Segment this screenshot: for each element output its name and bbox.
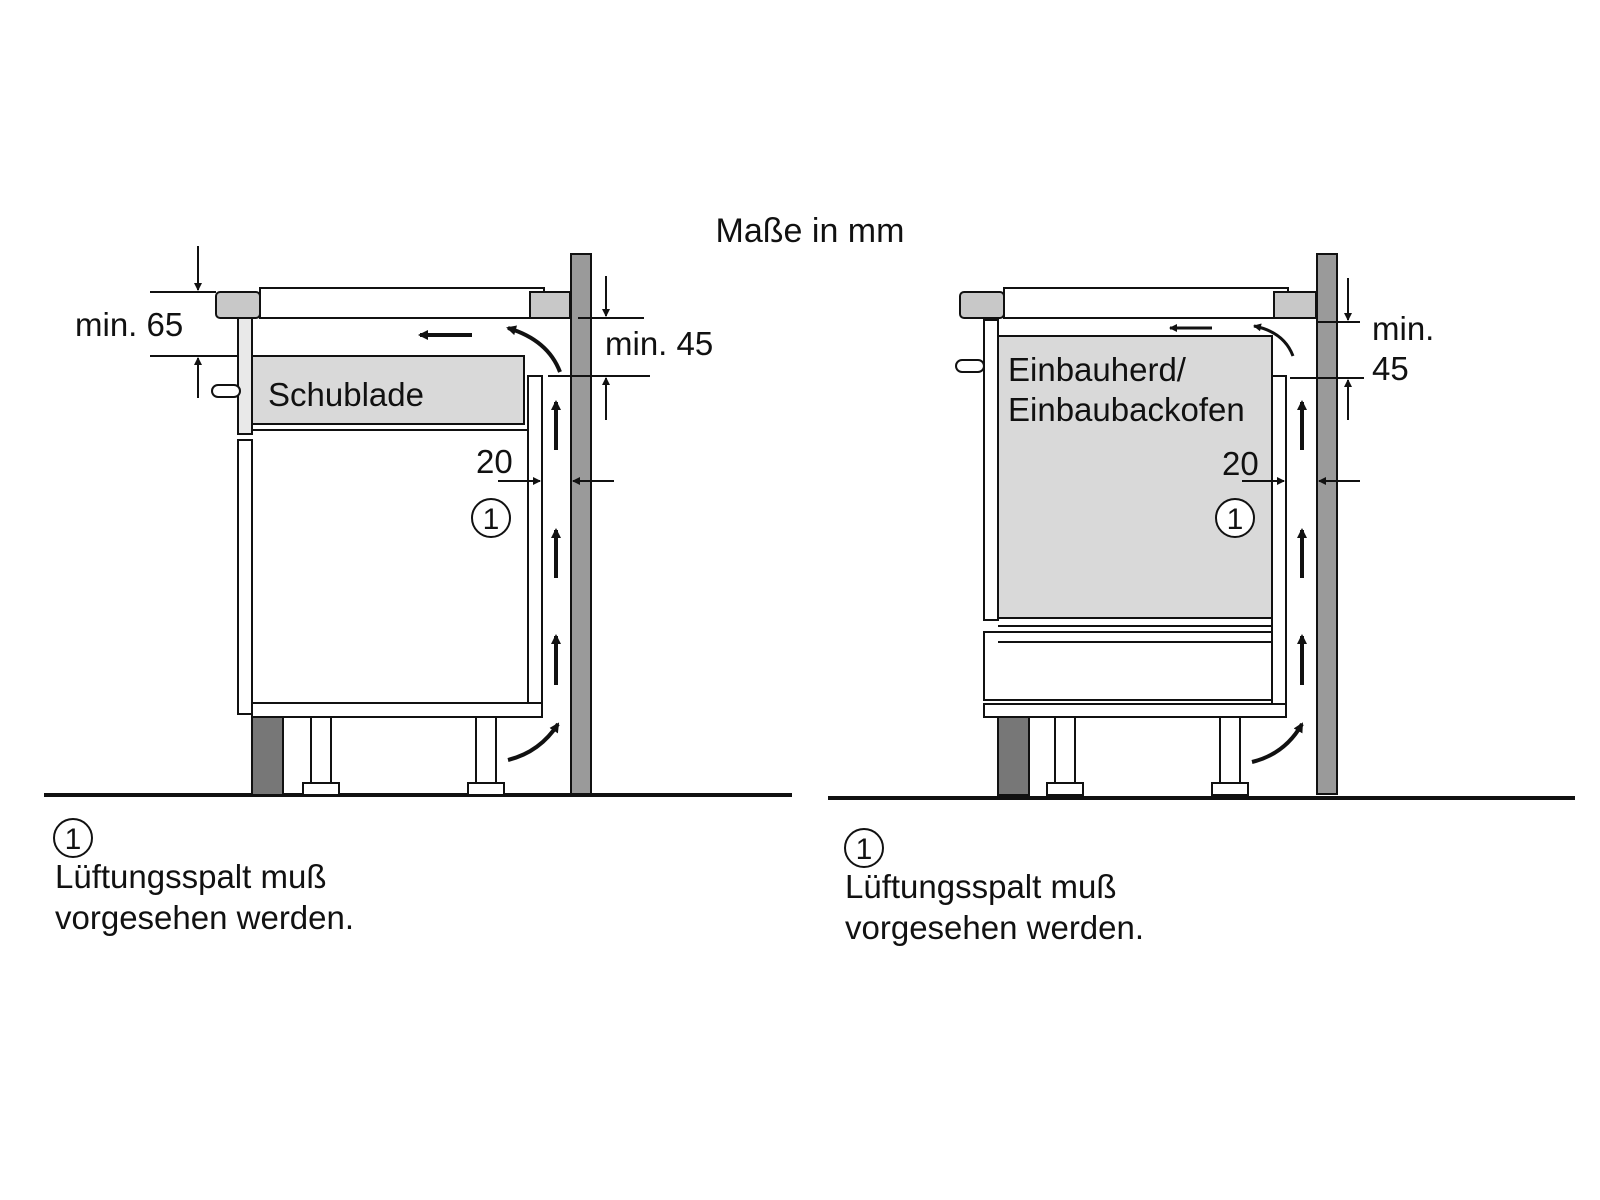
title: Maße in mm [716,212,905,250]
cabinet-legs [302,716,505,796]
plinth [997,716,1030,796]
dim-20-label: 20 [1222,445,1259,482]
worktop [215,287,571,319]
right-diagram: min. 45 20 1 Einbauherd/ Einbaubackofen … [828,253,1575,946]
dimension-min-45 [1290,278,1364,420]
handle [211,384,241,398]
airflow-arrows [418,325,562,762]
oven-panel [997,335,1273,619]
note-marker-circle [53,818,93,858]
note-marker-circle [844,828,884,868]
note-line-2: vorgesehen werden. [845,909,1144,946]
marker-number: 1 [483,503,500,536]
cabinet [211,317,543,718]
cabinet-legs [1046,716,1249,796]
cabinet [955,319,1287,718]
dim-min-65-label: min. 65 [75,306,183,343]
handle [955,359,985,373]
marker-circle [471,498,511,538]
component-label-oven-line1: Einbauherd/ [1008,351,1187,388]
note-line-2: vorgesehen werden. [55,899,354,936]
component-label-drawer: Schublade [268,376,424,413]
bottom-drawer [983,631,1273,701]
note-line-1: Lüftungsspalt muß [845,868,1116,905]
note-line-1: Lüftungsspalt muß [55,858,326,895]
dim-min-45-label: min. 45 [605,325,713,362]
dimension-min-65 [150,246,238,398]
drawer-panel [251,355,525,425]
left-diagram: min. 65 min. 45 20 1 Schublade 1 Lüftung… [44,246,792,936]
dim-20-label: 20 [476,443,513,480]
component-label-oven-line2: Einbaubackofen [1008,391,1245,428]
marker-number: 1 [1227,503,1244,536]
dimension-min-45 [548,276,650,420]
dim-min-label-line1: min. [1372,310,1434,347]
note-marker-number: 1 [65,823,82,856]
note-marker-number: 1 [856,833,873,866]
wall [1316,253,1338,795]
worktop [959,287,1317,319]
wall [570,253,592,795]
marker-circle [1215,498,1255,538]
airflow-arrows [1169,323,1307,764]
plinth [251,716,284,796]
dim-min-label-line2: 45 [1372,350,1409,387]
